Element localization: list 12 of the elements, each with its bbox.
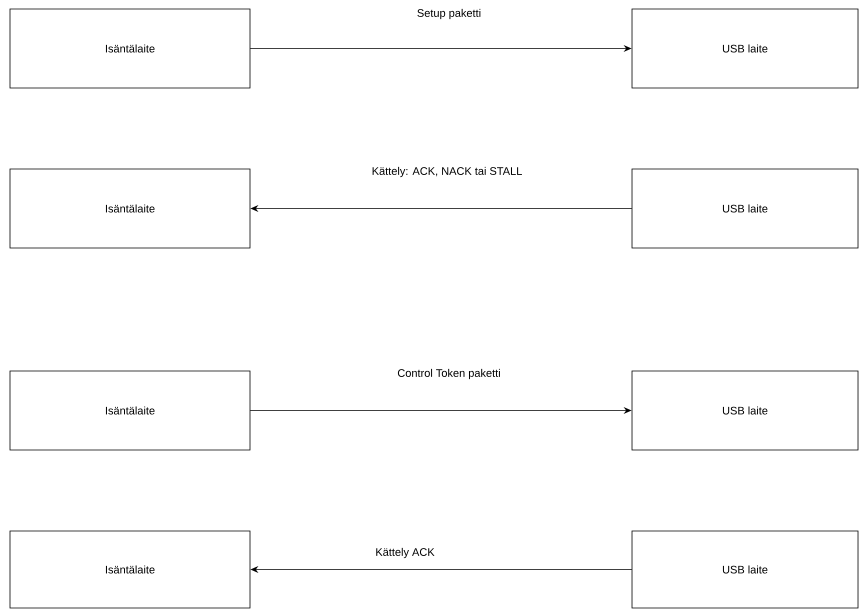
device-box: Isäntälaite [10,8,250,88]
device-box: Isäntälaite [10,370,250,450]
device-box: Isäntälaite [10,168,250,248]
edge-label: Setup paketti [416,8,482,20]
device-box: USB laite [632,370,858,450]
edge-label: Kättely: ACK, NACK tai STALL [370,166,524,178]
edge-label: Kättely ACK [374,546,436,560]
device-box: USB laite [632,530,858,608]
edge-label: Control Token paketti [396,368,502,380]
device-box: Isäntälaite [10,530,250,608]
device-box: USB laite [632,168,858,248]
device-box: USB laite [632,8,858,88]
